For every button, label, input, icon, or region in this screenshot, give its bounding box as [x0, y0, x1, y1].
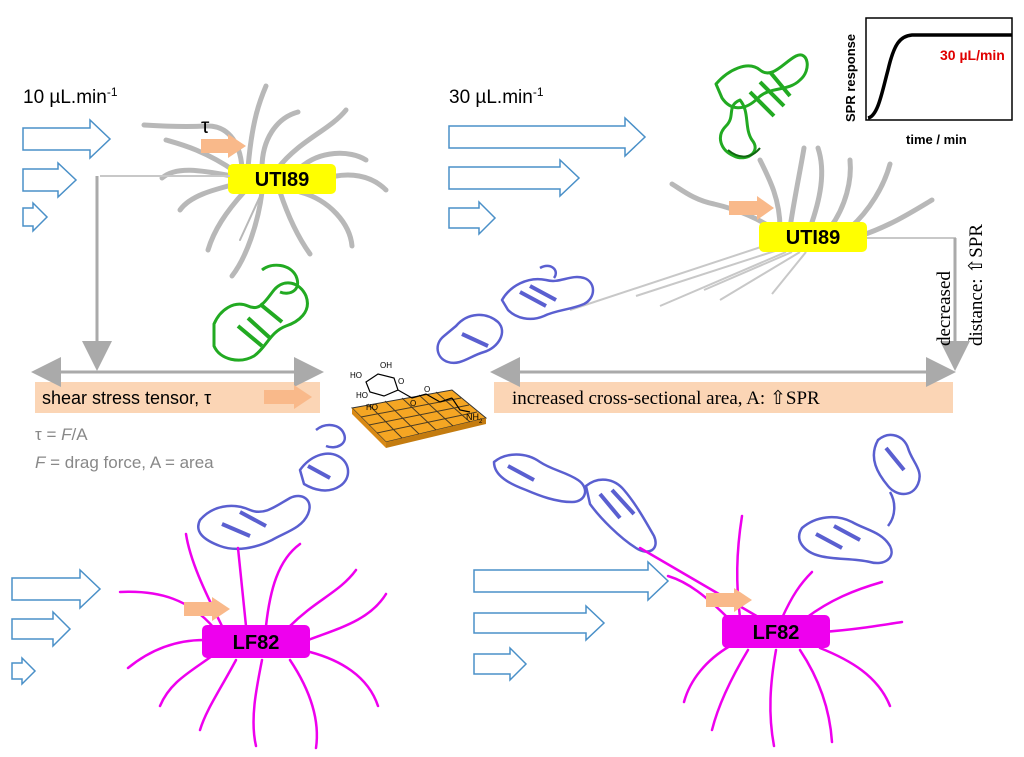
- tau-orange-arrow-right: [729, 196, 774, 220]
- flow-arrows-left-bottom: [11, 568, 102, 686]
- uti89-label-box-right: [759, 222, 867, 252]
- flow-rate-low: 10 µL.min-1: [23, 85, 118, 108]
- blue-fimh-protein-bottom-left: [197, 423, 350, 551]
- flow-arrow: [22, 161, 78, 199]
- inset-xlabel: time / min: [906, 132, 967, 147]
- area-box: increased cross-sectional area, A: ⇧SPR: [490, 357, 956, 413]
- nh2-label: NH2: [466, 412, 483, 425]
- o-label: O: [398, 377, 404, 386]
- shear-stress-box: shear stress tensor, τ: [31, 357, 324, 413]
- flow-arrow: [22, 118, 112, 160]
- inset-ylabel: SPR response: [843, 34, 858, 122]
- ho-label: HO: [366, 403, 378, 412]
- lf82-label-right: LF82: [753, 622, 800, 644]
- flow-rate-high: 30 µL.min-1: [449, 85, 544, 108]
- flow-arrow: [448, 158, 581, 198]
- blue-fimh-protein-bottom-right: [797, 433, 921, 565]
- lf82-label-box-left: [202, 625, 310, 658]
- o-label: O: [410, 399, 416, 408]
- inset-curve: [867, 33, 1012, 120]
- green-fimh-protein-left: [212, 263, 309, 362]
- area-label: increased cross-sectional area, A: ⇧SPR: [512, 388, 820, 409]
- formula-definitions: F = drag force, A = area: [35, 453, 214, 472]
- flow-arrows-left-top: [22, 118, 112, 233]
- uti89-label-right: UTI89: [786, 227, 840, 249]
- lf-orange-arrow-left: [184, 597, 230, 621]
- flow-arrow: [448, 200, 497, 236]
- flow-arrow: [448, 116, 647, 158]
- shear-stress-label: shear stress tensor, τ: [42, 388, 211, 408]
- flow-arrow: [11, 610, 72, 648]
- uti89-label-left: UTI89: [255, 169, 309, 191]
- blue-fimh-protein-bottom-mid: [492, 453, 657, 553]
- tau-orange-arrow-left: [201, 134, 246, 158]
- ho-label: HO: [356, 391, 368, 400]
- flow-arrows-right-top: [448, 116, 647, 236]
- oh-label: OH: [380, 361, 392, 370]
- green-fimh-protein-top: [714, 53, 809, 160]
- lf-orange-arrow-right: [706, 588, 752, 612]
- flow-arrow: [473, 604, 606, 642]
- flow-arrows-right-bottom: [473, 560, 670, 682]
- tau-symbol: τ: [201, 115, 210, 138]
- sensor-surface: HO HO HO OH O O O NH2: [350, 361, 488, 448]
- blue-fimh-protein-top: [436, 264, 595, 365]
- spr-inset-chart: 30 µL/min time / min SPR response: [843, 17, 1013, 147]
- flow-arrow: [473, 560, 670, 602]
- ho-label: HO: [350, 371, 362, 380]
- inset-curve-label: 30 µL/min: [940, 47, 1005, 63]
- flow-arrow: [11, 568, 102, 610]
- uti89-pili-right: [569, 237, 956, 311]
- flow-arrow: [22, 201, 49, 233]
- o-label: O: [424, 385, 430, 394]
- formula-tau: τ = F/A: [35, 425, 88, 444]
- uti89-label-box-left: [228, 164, 336, 194]
- lf82-label-left: LF82: [233, 632, 280, 654]
- lf82-label-box-right: [722, 615, 830, 648]
- lf82-bacterium-left: [118, 532, 388, 750]
- flow-arrow: [473, 646, 528, 682]
- distance-label-line2: distance: ⇧SPR: [966, 224, 987, 346]
- shear-orange-arrow: [264, 385, 312, 409]
- flow-arrow: [11, 656, 37, 686]
- distance-label-line1: decreased: [934, 271, 955, 346]
